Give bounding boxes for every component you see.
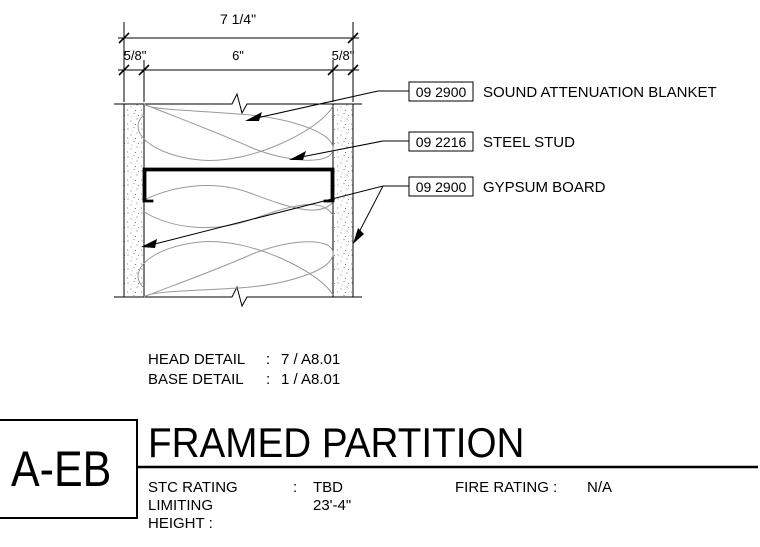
title-block-lines [0,419,758,519]
callout-box-blanket [408,81,474,102]
callout-label-stud: STEEL STUD [483,134,575,151]
base-detail-label: BASE DETAIL [148,371,244,388]
head-detail-separator: : [266,351,271,368]
overall-dimension-text: 7 1/4" [220,11,256,27]
gypsum-board-left [123,103,145,298]
base-detail-separator: : [266,371,271,388]
stc-rating-label: STC RATING [148,479,238,496]
partition-type-code: A-EB [11,441,112,497]
callout-box-stud [408,131,474,152]
leader-arrowheads [141,112,364,248]
fire-rating-label: FIRE RATING : [455,479,558,496]
callout-code-gypsum: 09 2900 [416,179,467,195]
limiting-height-value: 23'-4" [313,497,352,514]
head-detail-reference: 7 / A8.01 [281,351,341,368]
leader-lines [146,90,409,247]
partition-title: FRAMED PARTITION [148,419,525,466]
callout-label-gypsum: GYPSUM BOARD [483,179,606,196]
fire-rating-value: N/A [587,479,613,496]
dimension-lines [118,22,359,102]
callout-code-blanket: 09 2900 [416,84,467,100]
callout-code-stud: 09 2216 [416,134,467,150]
callout-box-gypsum [408,176,474,197]
break-lines [114,92,362,308]
limiting-height-label-line1: LIMITING [148,497,214,514]
steel-stud [142,167,335,203]
head-detail-label: HEAD DETAIL [148,351,246,368]
limiting-height-label-line2: HEIGHT : [148,515,213,532]
stud-dimension-text: 6" [232,48,244,63]
callout-label-blanket: SOUND ATTENUATION BLANKET [483,84,717,101]
stc-rating-colon: : [293,479,298,496]
left-board-dimension-text: 5/8" [124,48,147,63]
sound-attenuation-blanket [137,103,334,298]
base-detail-reference: 1 / A8.01 [281,371,341,388]
stc-rating-value: TBD [313,479,343,496]
right-board-dimension-text: 5/8" [332,48,355,63]
gypsum-board-right [332,103,354,298]
